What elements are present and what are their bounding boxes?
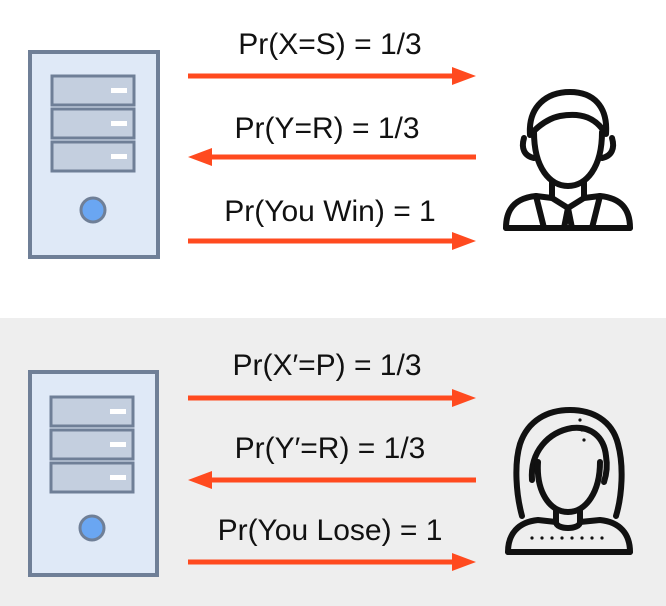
arrow-right-icon bbox=[188, 232, 476, 250]
exchange-panel-win: Pr(X=S) = 1/3 Pr(Y=R) = 1/3 Pr(You Win) … bbox=[28, 28, 633, 259]
server-icon bbox=[28, 50, 160, 259]
arrow-right-icon bbox=[188, 67, 476, 85]
arrow-right-icon bbox=[188, 553, 476, 571]
message-label-lose: Pr(You Lose) = 1 bbox=[217, 514, 443, 547]
exchange-panel-lose: Pr(X′=P) = 1/3 Pr(Y′=R) = 1/3 Pr(You Los… bbox=[0, 318, 666, 606]
server-icon bbox=[28, 370, 159, 577]
woman-avatar-icon bbox=[505, 407, 633, 555]
arrow-left-icon bbox=[188, 471, 476, 489]
message-label-y-r-prime: Pr(Y′=R) = 1/3 bbox=[234, 432, 426, 465]
message-label-y-r: Pr(Y=R) = 1/3 bbox=[234, 112, 420, 145]
message-label-win: Pr(You Win) = 1 bbox=[224, 195, 436, 228]
arrow-right-icon bbox=[188, 389, 476, 407]
message-label-x-s: Pr(X=S) = 1/3 bbox=[238, 28, 422, 61]
man-avatar-icon bbox=[503, 89, 633, 231]
message-label-x-p: Pr(X′=P) = 1/3 bbox=[232, 349, 422, 382]
arrow-left-icon bbox=[188, 148, 476, 166]
